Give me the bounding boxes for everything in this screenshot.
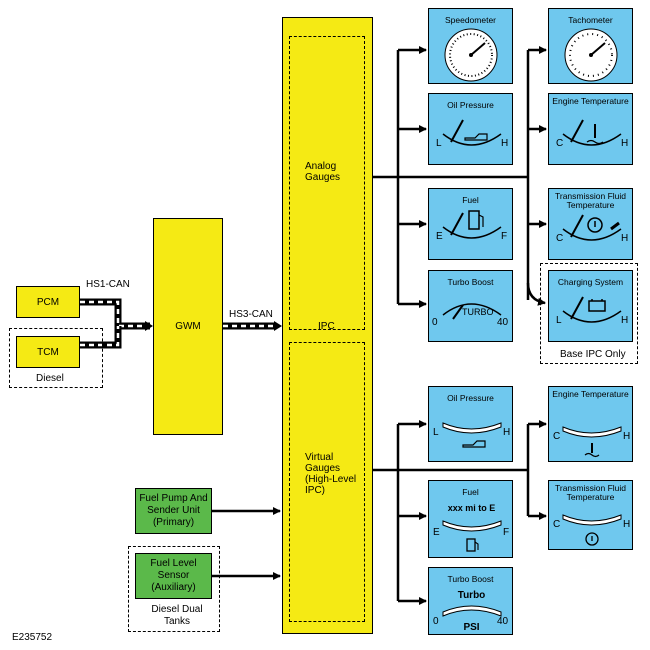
virtual-fuel-low: E bbox=[433, 527, 440, 538]
analog-turbo-high: 40 bbox=[497, 317, 509, 328]
virtual-oil-pressure-low: L bbox=[433, 427, 439, 438]
analog-engine-temp-title: Engine Temperature bbox=[552, 96, 629, 106]
coolant-thermometer-icon bbox=[562, 426, 622, 458]
analog-engine-temp-high: H bbox=[621, 138, 629, 149]
speedometer-title: Speedometer bbox=[444, 15, 497, 25]
speedometer-dial-icon bbox=[444, 28, 498, 82]
analog-fuel-low: E bbox=[436, 231, 443, 242]
ipc-label: IPC bbox=[318, 321, 335, 332]
fuel-pump-icon bbox=[442, 520, 502, 552]
gwm-label: GWM bbox=[175, 321, 201, 332]
figure-id: E235752 bbox=[12, 632, 53, 643]
virtual-turbo-unit: PSI bbox=[463, 622, 480, 633]
virtual-oil-pressure-high: H bbox=[503, 427, 511, 438]
pcm-label: PCM bbox=[36, 296, 60, 308]
analog-gauges-label: Analog Gauges bbox=[305, 161, 341, 183]
analog-charging-high: H bbox=[621, 315, 629, 326]
analog-tachometer-gauge: Tachometer bbox=[548, 8, 633, 84]
turbo-dial-icon bbox=[442, 303, 502, 320]
virtual-turbo-title: Turbo Boost bbox=[447, 574, 494, 584]
analog-transmission-temp-gauge: Transmission Fluid Temperature C H bbox=[548, 188, 633, 260]
oil-can-icon bbox=[442, 119, 502, 146]
analog-charging-title: Charging System bbox=[557, 277, 624, 287]
virtual-gauges-group bbox=[289, 342, 365, 622]
battery-icon bbox=[562, 296, 622, 323]
hs1-can-label: HS1-CAN bbox=[86, 279, 130, 290]
diesel-dual-tanks-group bbox=[128, 546, 220, 632]
analog-fuel-title: Fuel bbox=[462, 195, 479, 205]
base-ipc-only-label: Base IPC Only bbox=[560, 349, 626, 360]
virtual-gauge-wiring bbox=[362, 420, 547, 605]
virtual-gauges-label: Virtual Gauges (High-Level IPC) bbox=[305, 452, 357, 496]
hs1-can-bus bbox=[80, 298, 153, 349]
virtual-engine-temp-title: Engine Temperature bbox=[552, 389, 629, 399]
virtual-turbo-low: 0 bbox=[433, 616, 439, 627]
oil-can-icon bbox=[442, 422, 502, 448]
analog-gauges-group bbox=[289, 36, 365, 330]
analog-charging-system-gauge: Charging System L H bbox=[548, 270, 633, 342]
virtual-fuel-range: xxx mi to E bbox=[447, 503, 496, 513]
virtual-transmission-temp-title: Transmission Fluid Temperature bbox=[554, 483, 626, 502]
analog-engine-temp-low: C bbox=[556, 138, 564, 149]
fuel-level-label: Fuel Level Sensor (Auxiliary) bbox=[150, 558, 197, 593]
hs3-can-bus bbox=[223, 321, 282, 331]
transmission-gear-icon bbox=[562, 214, 622, 241]
analog-engine-temp-gauge: Engine Temperature C H bbox=[548, 93, 633, 165]
virtual-oil-pressure-gauge: Oil Pressure L H bbox=[428, 386, 513, 462]
tcm-module: TCM bbox=[16, 336, 80, 368]
analog-fuel-high: F bbox=[501, 231, 508, 242]
virtual-turbo-inner: Turbo bbox=[457, 590, 486, 601]
transmission-gear-icon bbox=[562, 514, 622, 546]
virtual-transmission-temp-gauge: Transmission Fluid Temperature C H bbox=[548, 480, 633, 550]
virtual-oil-pressure-title: Oil Pressure bbox=[447, 393, 494, 403]
analog-turbo-boost-gauge: Turbo Boost TURBO 0 40 bbox=[428, 270, 513, 342]
virtual-turbo-high: 40 bbox=[497, 616, 509, 627]
analog-turbo-title: Turbo Boost bbox=[447, 277, 494, 287]
analog-transmission-temp-low: C bbox=[556, 233, 564, 244]
fuel-pump-label: Fuel Pump And Sender Unit (Primary) bbox=[139, 493, 208, 528]
tachometer-title: Tachometer bbox=[568, 15, 613, 25]
virtual-transmission-temp-low: C bbox=[553, 519, 561, 530]
hs3-can-label: HS3-CAN bbox=[229, 309, 273, 320]
analog-charging-low: L bbox=[556, 315, 562, 326]
diesel-group bbox=[9, 328, 103, 388]
virtual-engine-temp-gauge: Engine Temperature C H bbox=[548, 386, 633, 462]
virtual-fuel-high: F bbox=[503, 527, 510, 538]
pcm-module: PCM bbox=[16, 286, 80, 318]
fuel-pump-sender-unit: Fuel Pump And Sender Unit (Primary) bbox=[135, 488, 212, 534]
coolant-thermometer-icon bbox=[562, 119, 622, 146]
analog-oil-pressure-title: Oil Pressure bbox=[447, 100, 494, 110]
analog-transmission-temp-high: H bbox=[621, 233, 629, 244]
analog-speedometer-gauge: Speedometer bbox=[428, 8, 513, 84]
virtual-engine-temp-low: C bbox=[553, 431, 561, 442]
base-ipc-only-group bbox=[540, 263, 638, 364]
virtual-fuel-title: Fuel bbox=[462, 487, 479, 497]
gwm-module: GWM bbox=[153, 218, 223, 435]
analog-gauge-wiring bbox=[362, 46, 547, 308]
diesel-label: Diesel bbox=[36, 373, 64, 384]
turbo-dial-icon bbox=[442, 605, 502, 617]
analog-oil-pressure-low: L bbox=[436, 138, 442, 149]
tachometer-dial-icon bbox=[564, 28, 618, 82]
analog-turbo-inner: TURBO bbox=[462, 307, 494, 317]
analog-oil-pressure-gauge: Oil Pressure L H bbox=[428, 93, 513, 165]
virtual-turbo-boost-gauge: Turbo Boost Turbo 0 40 PSI bbox=[428, 567, 513, 635]
analog-fuel-gauge: Fuel E F bbox=[428, 188, 513, 260]
virtual-transmission-temp-high: H bbox=[623, 519, 631, 530]
analog-oil-pressure-high: H bbox=[501, 138, 509, 149]
analog-turbo-low: 0 bbox=[432, 317, 438, 328]
virtual-engine-temp-high: H bbox=[623, 431, 631, 442]
analog-transmission-temp-title: Transmission Fluid Temperature bbox=[554, 191, 626, 210]
ipc-module: Analog Gauges IPC Virtual Gauges (High-L… bbox=[282, 17, 373, 634]
diesel-dual-tanks-label: Diesel Dual Tanks bbox=[151, 604, 203, 627]
virtual-fuel-gauge: Fuel xxx mi to E E F bbox=[428, 480, 513, 558]
fuel-level-sensor: Fuel Level Sensor (Auxiliary) bbox=[135, 553, 212, 599]
tcm-label: TCM bbox=[37, 346, 59, 358]
fuel-pump-icon bbox=[442, 210, 502, 239]
